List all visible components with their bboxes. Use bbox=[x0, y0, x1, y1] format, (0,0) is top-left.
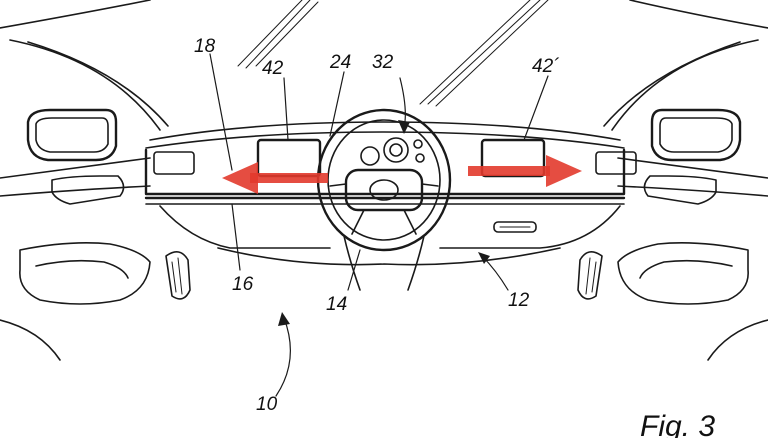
label-16: 16 bbox=[232, 274, 254, 295]
right-door-panel bbox=[577, 157, 768, 361]
glove-box-handle bbox=[493, 221, 537, 233]
right-side-mirror bbox=[650, 108, 742, 162]
leader-lines bbox=[209, 53, 549, 397]
label-42-prime: 42´ bbox=[532, 56, 560, 77]
left-air-vent bbox=[153, 151, 195, 175]
steering-column bbox=[343, 235, 425, 291]
label-12: 12 bbox=[508, 290, 530, 311]
figure-caption: Fig. 3 bbox=[640, 410, 715, 438]
label-42: 42 bbox=[262, 58, 284, 79]
label-18: 18 bbox=[194, 36, 216, 57]
a-pillars bbox=[0, 0, 768, 131]
label-32: 32 bbox=[372, 52, 394, 73]
windshield-hatching bbox=[237, 0, 549, 107]
steering-wheel bbox=[316, 108, 452, 252]
instrument-cluster bbox=[360, 137, 425, 166]
left-slide-arrow bbox=[222, 162, 328, 194]
label-24: 24 bbox=[329, 52, 351, 73]
label-14: 14 bbox=[326, 294, 347, 315]
wheel-hub bbox=[369, 179, 399, 201]
label-10: 10 bbox=[256, 394, 278, 415]
left-side-mirror bbox=[26, 108, 118, 162]
left-display-screen bbox=[256, 138, 322, 178]
right-slide-arrow bbox=[468, 155, 582, 187]
dashboard bbox=[144, 121, 626, 266]
right-air-vent bbox=[595, 151, 637, 175]
left-door-panel bbox=[0, 157, 191, 361]
